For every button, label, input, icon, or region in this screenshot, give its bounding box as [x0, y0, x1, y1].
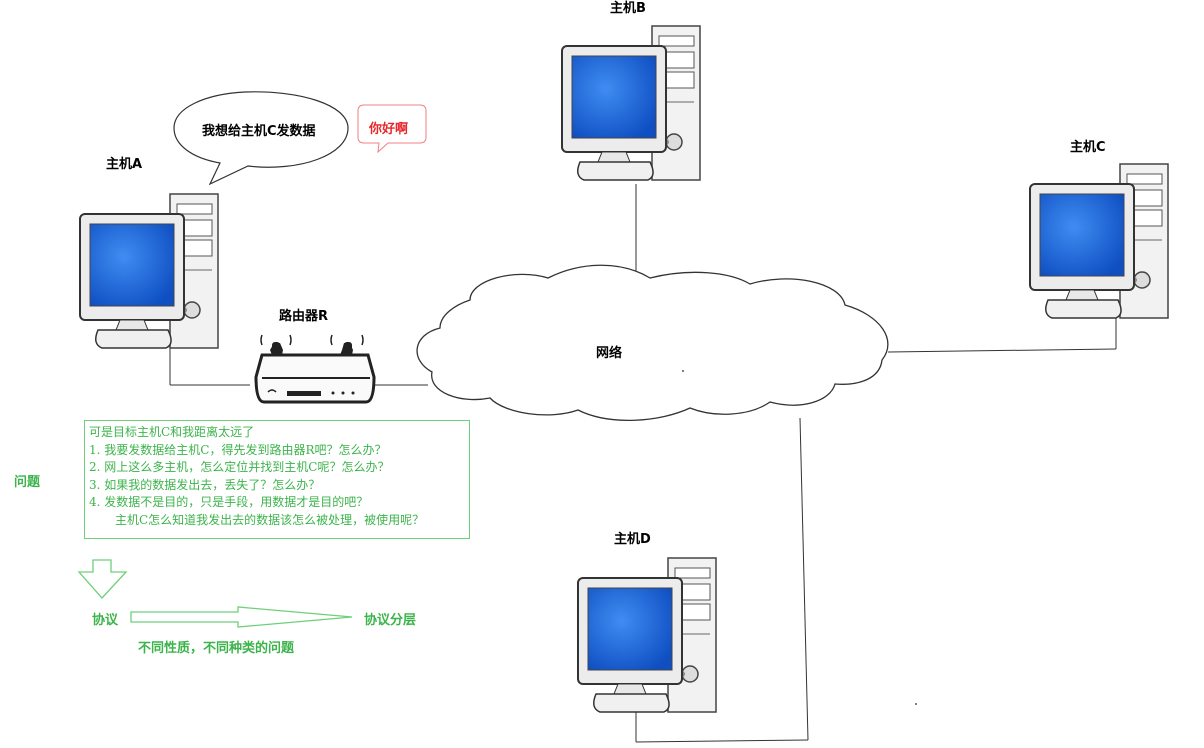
speech-text: 我想给主机C发数据 — [202, 124, 316, 139]
host-d-computer — [577, 557, 717, 713]
host-a-label: 主机A — [106, 157, 143, 172]
question-item: 3. 如果我的数据发出去，丢失了？怎么办？ — [89, 477, 321, 492]
host-c-computer — [1029, 163, 1169, 319]
host-c-label: 主机C — [1070, 140, 1106, 155]
host-a-computer — [79, 193, 219, 349]
network-label: 网络 — [596, 346, 623, 361]
question-box: 可是目标主机C和我距离太远了 1. 我要发数据给主机C，得先发到路由器R吧？怎么… — [84, 420, 470, 539]
greeting-bubble — [357, 104, 427, 154]
problem-nature-note: 不同性质，不同种类的问题 — [138, 641, 295, 656]
right-arrow-icon — [130, 606, 353, 628]
network-cloud — [416, 264, 889, 422]
down-arrow-icon — [77, 559, 128, 599]
host-b-computer — [561, 25, 701, 181]
speech-bubble — [173, 91, 349, 186]
question-item-continuation: 主机C怎么知道我发出去的数据该怎么被处理，被使用呢？ — [115, 512, 425, 527]
router-label: 路由器R — [279, 309, 329, 324]
protocol-layering-label: 协议分层 — [364, 613, 417, 628]
question-item: 4. 发数据不是目的，只是手段，用数据才是目的吧？ — [89, 495, 369, 509]
question-item: 1. 我要发数据给主机C，得先发到路由器R吧？怎么办？ — [89, 442, 387, 457]
router-icon — [254, 334, 376, 404]
connection-lines — [169, 184, 1117, 743]
question-intro: 可是目标主机C和我距离太远了 — [89, 425, 255, 439]
questions-heading: 问题 — [14, 475, 41, 490]
question-item: 2. 网上这么多主机，怎么定位并找到主机C呢？怎么办？ — [89, 460, 390, 474]
host-d-label: 主机D — [614, 532, 651, 547]
host-b-label: 主机B — [610, 1, 646, 16]
greeting-text: 你好啊 — [369, 122, 409, 137]
protocol-label: 协议 — [92, 613, 119, 628]
